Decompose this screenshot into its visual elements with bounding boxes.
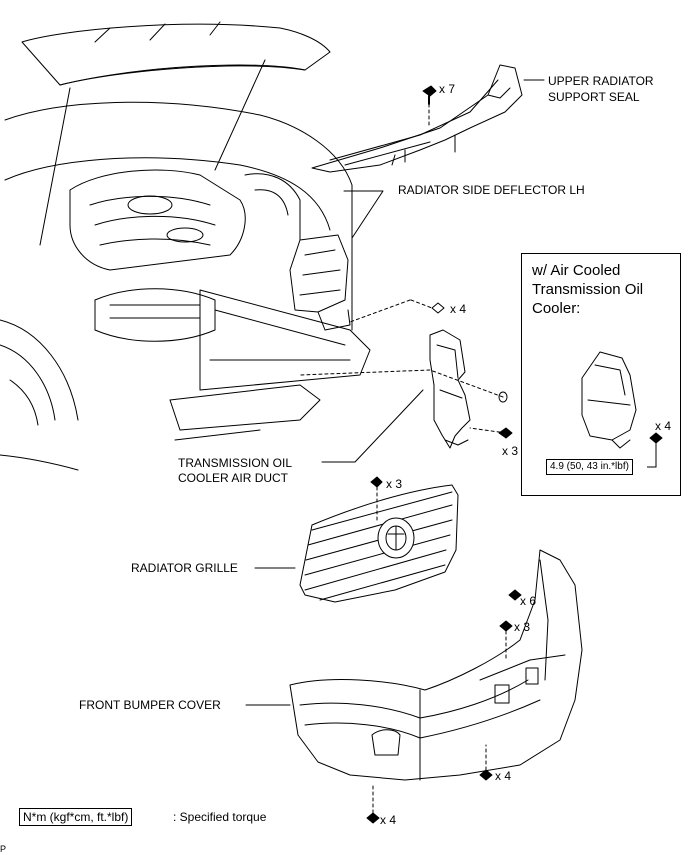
front-bumper-cover-label: FRONT BUMPER COVER: [79, 698, 221, 712]
vehicle-front-illustration: [0, 21, 371, 471]
torque-legend-text: : Specified torque: [173, 810, 267, 824]
bumper-install-paths: [372, 630, 507, 814]
radiator-grille: [299, 484, 459, 603]
duct-install-paths: [299, 299, 507, 434]
inset-air-cooled-oil-cooler: w/ Air Cooled Transmission Oil Cooler: x…: [521, 253, 681, 496]
leader-duct: [321, 389, 424, 463]
torque-legend-box: N*m (kgf*cm, ft.*lbf): [19, 808, 133, 826]
radiator-grille-label: RADIATOR GRILLE: [131, 561, 238, 575]
bumper-clip-lower-quantity: x 4: [495, 769, 512, 783]
upper-radiator-support-seal-label-line2: SUPPORT SEAL: [548, 90, 640, 104]
front-bumper-cover: [289, 549, 583, 781]
seal-clip-fastener: [422, 85, 437, 129]
upper-radiator-support-seal: [311, 64, 523, 173]
inset-bolt-quantity: x 4: [655, 419, 672, 433]
leader-deflector: [343, 190, 384, 239]
inset-title: w/ Air Cooled Transmission Oil Cooler:: [532, 262, 644, 317]
bumper-clip-mid-quantity: x 3: [514, 620, 531, 634]
bumper-clip-upper-quantity: x 6: [520, 594, 537, 608]
bumper-screw-quantity: x 4: [380, 813, 397, 827]
seal-clip-quantity: x 7: [439, 82, 456, 96]
inset-bolt: [649, 432, 663, 456]
grille-clip-quantity: x 3: [386, 477, 403, 491]
bumper-fasteners: [366, 589, 522, 824]
transmission-oil-cooler-air-duct: [429, 329, 471, 449]
inset-duct-drawing: [581, 351, 637, 449]
transmission-duct-label-line2: COOLER AIR DUCT: [178, 471, 289, 485]
duct-bolt-quantity: x 3: [502, 444, 519, 458]
duct-clip-quantity: x 4: [450, 302, 467, 316]
grille-clip: [370, 476, 383, 521]
inset-torque-spec: 4.9 (50, 43 in.*lbf): [546, 459, 633, 475]
upper-radiator-support-seal-label-line1: UPPER RADIATOR: [548, 74, 654, 88]
corner-mark: P: [0, 844, 7, 854]
radiator-side-deflector-label: RADIATOR SIDE DEFLECTOR LH: [398, 183, 585, 197]
transmission-duct-label-line1: TRANSMISSION OIL: [178, 456, 293, 470]
